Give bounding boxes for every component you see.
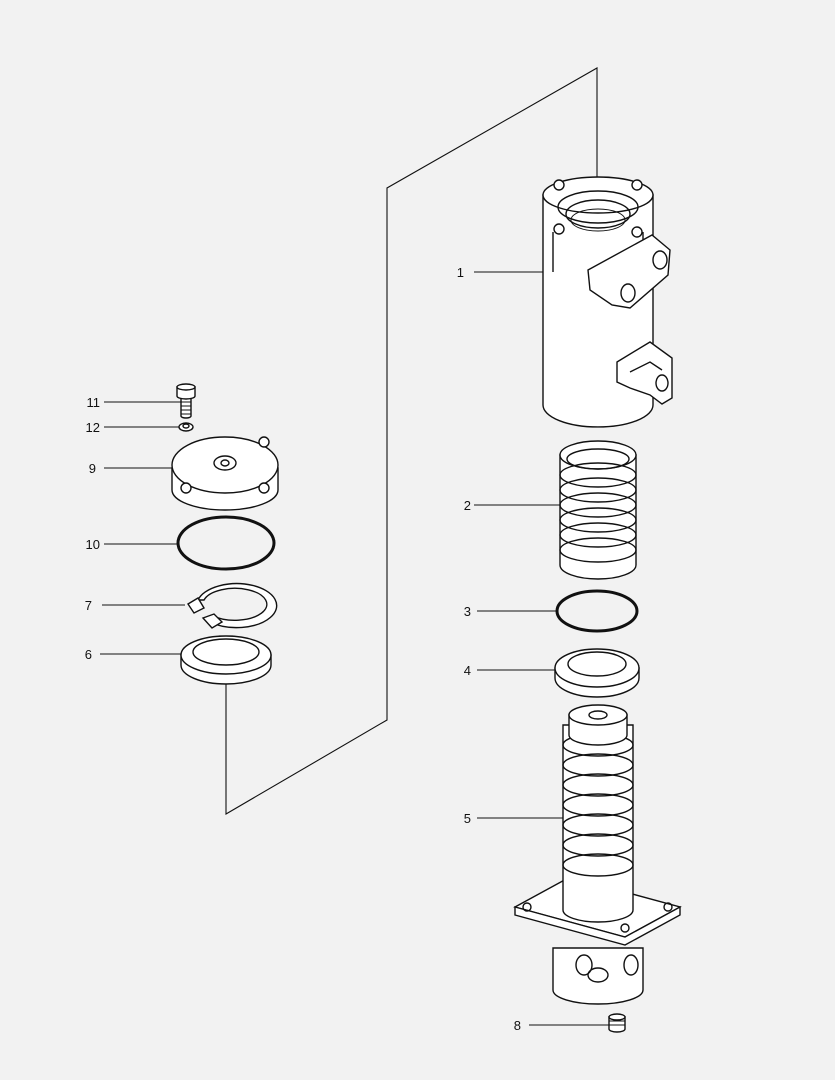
plug-part — [608, 1013, 626, 1033]
callout-10: 10 — [86, 537, 100, 552]
callout-8: 8 — [514, 1018, 521, 1033]
thrust-washer-part — [554, 648, 640, 698]
assembly-guide-line — [225, 67, 598, 815]
callout-9: 9 — [89, 461, 96, 476]
spacer-ring-part — [180, 635, 272, 685]
rotor-shaft-part — [513, 704, 682, 1005]
swivel-body-part — [542, 176, 673, 428]
cover-part — [171, 436, 279, 511]
callout-3: 3 — [464, 604, 471, 619]
callout-1: 1 — [457, 265, 464, 280]
washer-part — [178, 422, 194, 432]
seal-stack-part — [559, 440, 637, 580]
snap-ring-part — [187, 582, 278, 629]
callout-2: 2 — [464, 498, 471, 513]
callout-6: 6 — [85, 647, 92, 662]
bolt-part — [176, 383, 196, 419]
callout-11: 11 — [87, 395, 101, 410]
callout-4: 4 — [464, 663, 471, 678]
callout-7: 7 — [85, 598, 92, 613]
cover-o-ring-part — [176, 515, 276, 571]
callout-5: 5 — [464, 811, 471, 826]
o-ring-part — [555, 589, 639, 633]
callout-12: 12 — [86, 420, 100, 435]
